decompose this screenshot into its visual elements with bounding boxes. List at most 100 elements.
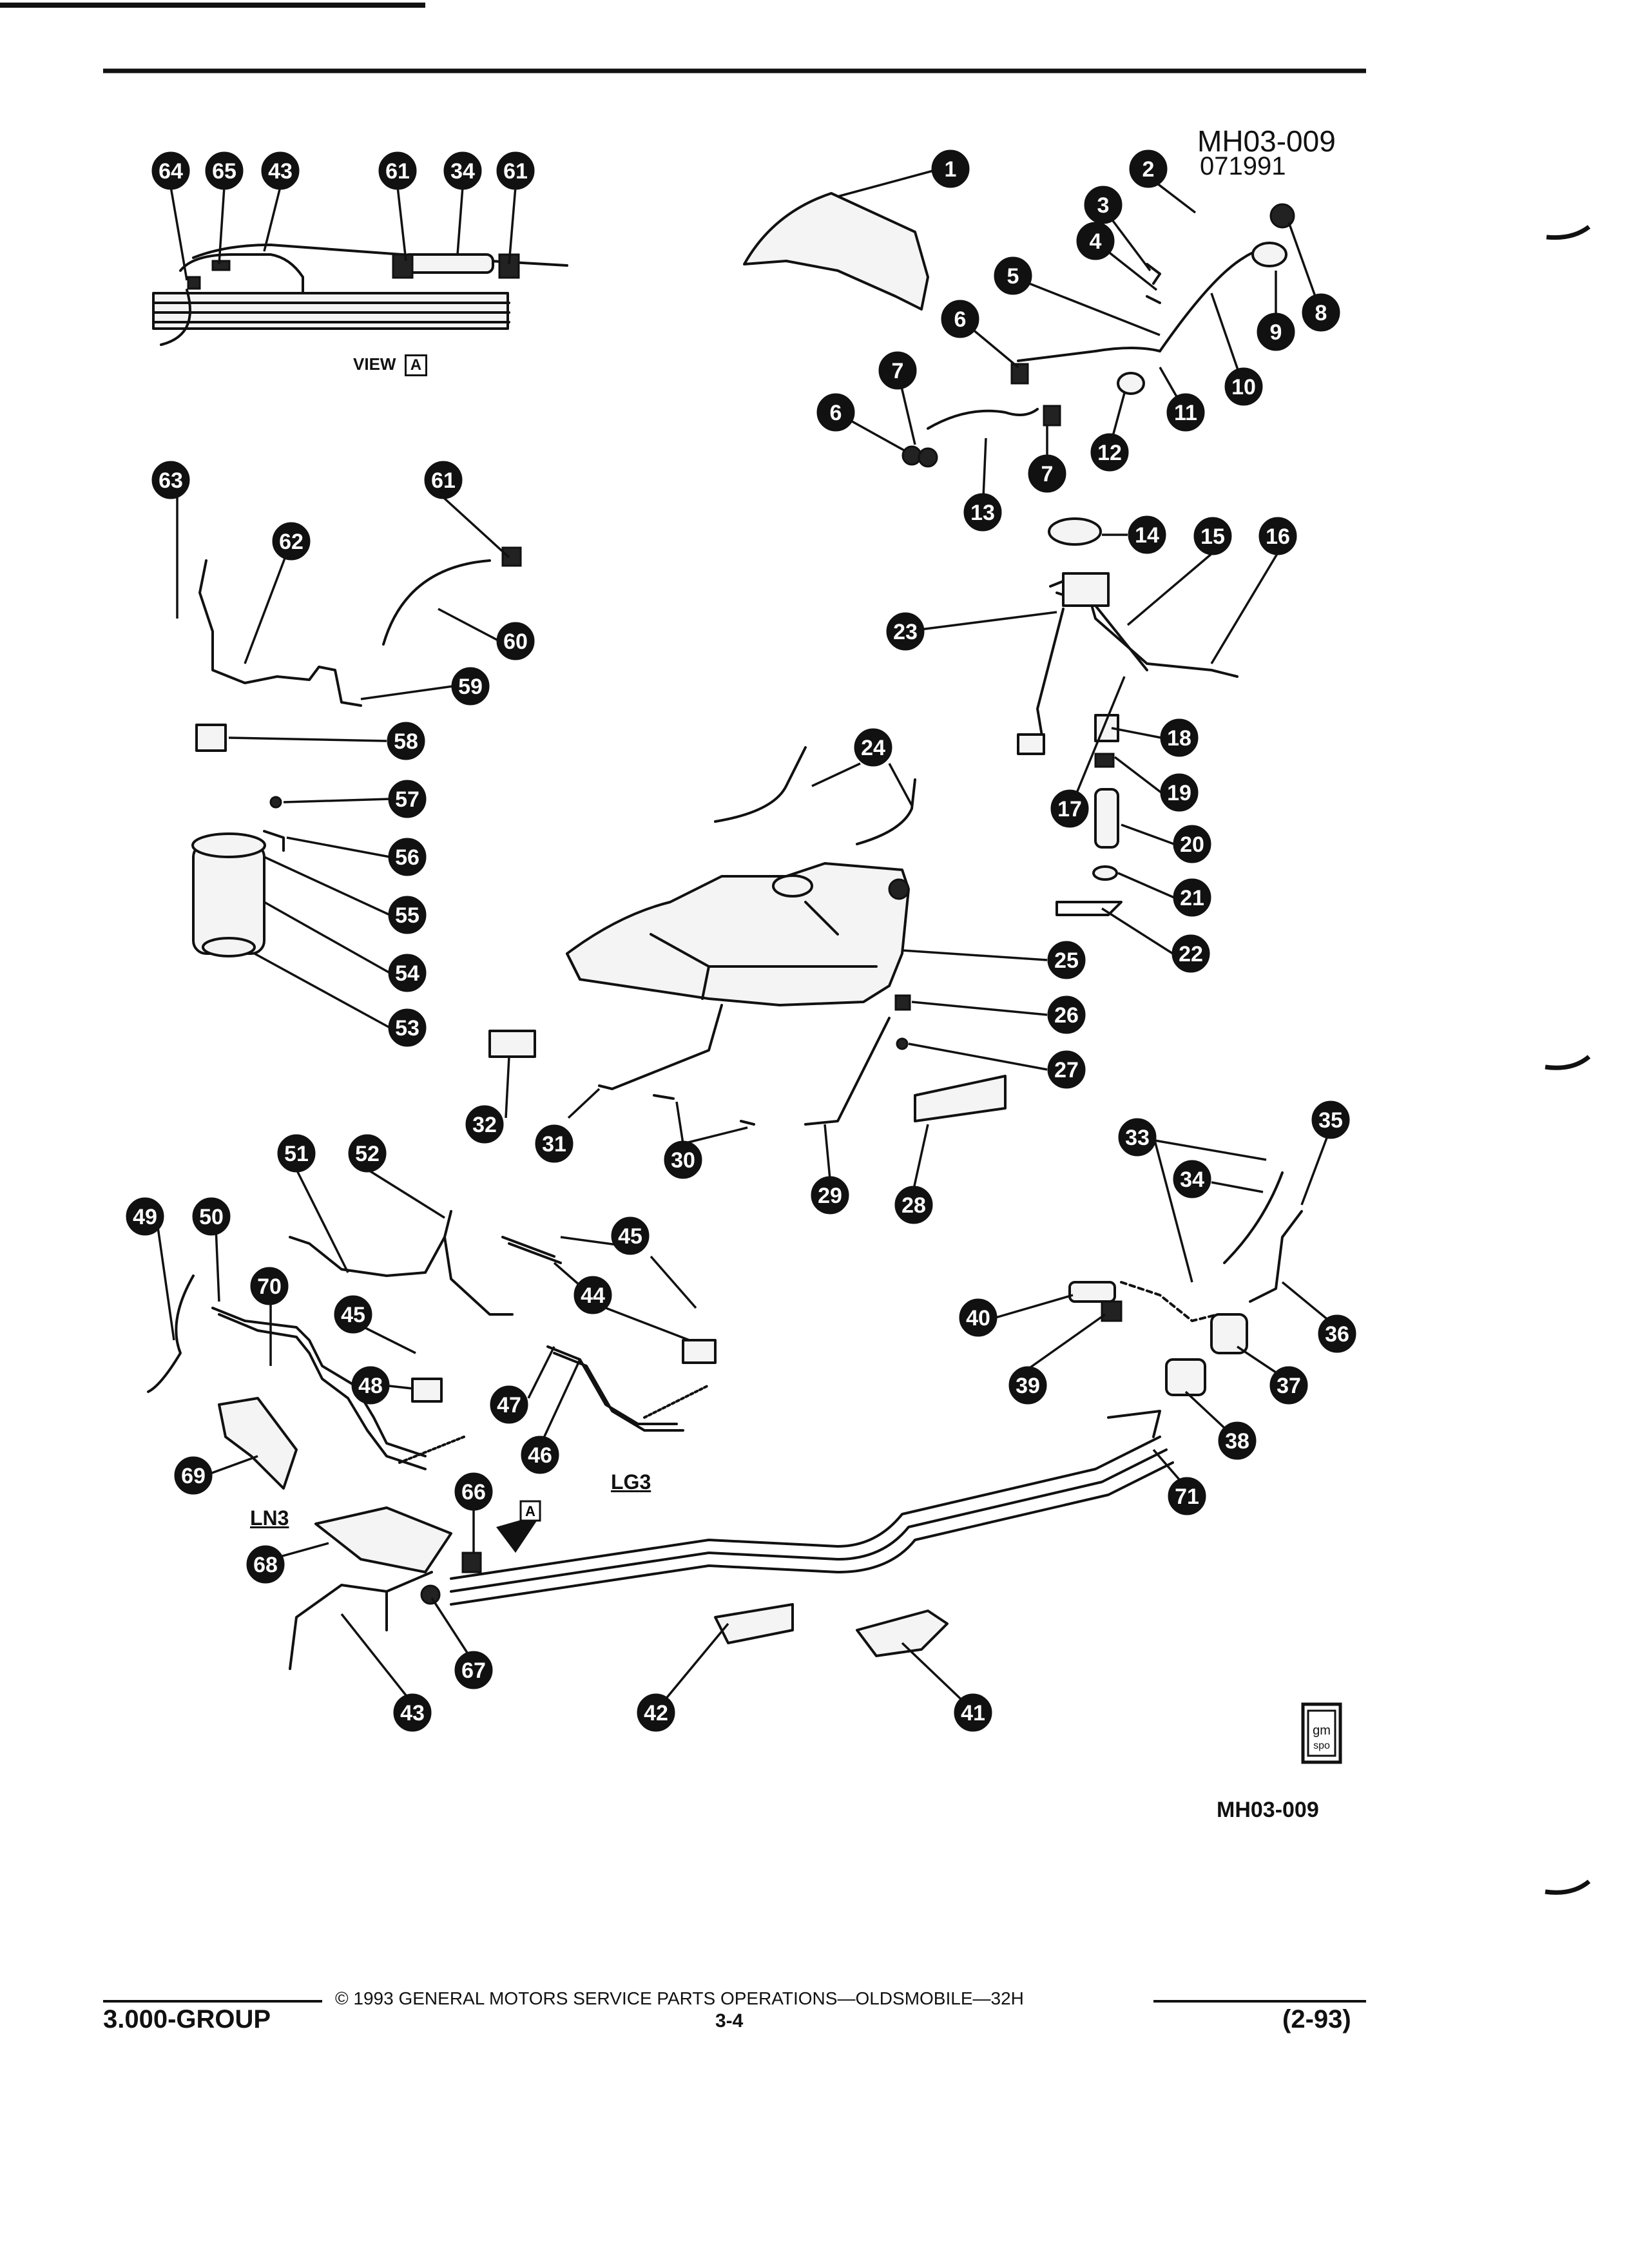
callout-number: 53 — [395, 1016, 419, 1041]
callout-36: 36 — [1318, 1314, 1356, 1353]
callout-48: 48 — [351, 1366, 390, 1405]
callout-44: 44 — [574, 1276, 612, 1314]
callout-number: 33 — [1125, 1126, 1150, 1150]
callout-number: 55 — [395, 903, 419, 928]
callout-41: 41 — [954, 1693, 992, 1732]
callout-number: 28 — [901, 1193, 926, 1218]
grommet — [1117, 372, 1145, 395]
callout-57: 57 — [388, 780, 427, 818]
callout-number: 18 — [1167, 726, 1191, 751]
callout-43: 43 — [393, 1693, 432, 1732]
callout-2: 2 — [1129, 149, 1168, 188]
callout-number: 71 — [1175, 1485, 1199, 1509]
engine-label-ln3: LN3 — [250, 1506, 289, 1530]
fitting-40 — [1068, 1281, 1116, 1303]
callout-number: 30 — [671, 1148, 695, 1173]
callout-6: 6 — [816, 393, 855, 432]
callout-number: 63 — [159, 468, 183, 493]
margin-mark — [1545, 1055, 1591, 1070]
diagram-id: MH03-009 — [1197, 124, 1336, 158]
fitting-66 — [461, 1552, 482, 1573]
bolt-57 — [269, 796, 282, 809]
callout-number: 32 — [472, 1113, 497, 1137]
callout-number: 36 — [1325, 1322, 1349, 1347]
callout-61: 61 — [496, 151, 535, 190]
callout-number: 7 — [892, 359, 904, 383]
insulator-28 — [914, 1075, 1007, 1122]
footer-page-number: 3-4 — [715, 2010, 744, 2032]
callout-38: 38 — [1218, 1421, 1257, 1460]
callout-43: 43 — [261, 151, 300, 190]
callout-number: 4 — [1090, 229, 1102, 254]
svg-text:spo: spo — [1313, 1740, 1330, 1751]
callout-number: 45 — [341, 1303, 365, 1327]
callout-number: 5 — [1007, 264, 1019, 289]
callout-39: 39 — [1008, 1366, 1047, 1405]
callout-number: 8 — [1315, 301, 1327, 325]
callout-number: 2 — [1142, 157, 1155, 182]
callout-56: 56 — [388, 838, 427, 876]
callout-13: 13 — [963, 493, 1002, 532]
fitting-39 — [1101, 1300, 1123, 1322]
filter-bracket-56 — [263, 830, 285, 852]
pump-lock-ring — [1048, 517, 1102, 546]
view-label: VIEW A — [353, 354, 428, 376]
figure-code: MH03-009 — [1217, 1798, 1319, 1822]
fuel-filter-bottom — [202, 937, 256, 957]
callout-3: 3 — [1084, 186, 1123, 224]
fuel-tank — [566, 862, 910, 1006]
callout-45: 45 — [334, 1295, 372, 1334]
callout-number: 49 — [133, 1205, 157, 1229]
callout-number: 10 — [1231, 375, 1256, 399]
callout-number: 61 — [385, 159, 410, 184]
callout-number: 67 — [461, 1658, 486, 1683]
fuel-pump — [1094, 788, 1119, 849]
callout-52: 52 — [348, 1134, 387, 1173]
callout-60: 60 — [496, 622, 535, 660]
callout-number: 54 — [395, 961, 419, 986]
callout-55: 55 — [388, 896, 427, 934]
callout-number: 22 — [1179, 942, 1203, 966]
callout-45: 45 — [611, 1216, 650, 1255]
callout-number: 42 — [644, 1701, 668, 1725]
callout-17: 17 — [1050, 789, 1089, 828]
callout-number: 43 — [268, 159, 293, 184]
tank-strap-31 — [598, 1004, 723, 1090]
tank-strap — [714, 746, 807, 823]
hose-clamp — [1010, 363, 1029, 385]
callout-7: 7 — [1028, 454, 1066, 493]
callout-number: 70 — [257, 1274, 282, 1299]
callout-33: 33 — [1118, 1118, 1157, 1157]
clamp — [918, 447, 938, 468]
callout-61: 61 — [378, 151, 417, 190]
callout-53: 53 — [388, 1008, 427, 1047]
callout-46: 46 — [521, 1436, 559, 1474]
insulator-30 — [653, 1094, 755, 1126]
bracket-68 — [314, 1506, 452, 1573]
callout-number: 20 — [1180, 832, 1204, 857]
callout-number: 40 — [966, 1306, 990, 1331]
callout-62: 62 — [272, 522, 311, 561]
footer-group: 3.000-GROUP — [103, 2005, 271, 2033]
callout-number: 13 — [970, 501, 995, 525]
callout-number: 51 — [284, 1142, 309, 1166]
footer-copyright: © 1993 GENERAL MOTORS SERVICE PARTS OPER… — [335, 1988, 1024, 2008]
hose-clamp — [1043, 405, 1061, 427]
grommet-67 — [420, 1584, 441, 1605]
callout-42: 42 — [637, 1693, 675, 1732]
callout-number: 14 — [1135, 523, 1159, 548]
callout-25: 25 — [1047, 941, 1086, 979]
callout-11: 11 — [1166, 393, 1205, 432]
bracket-41 — [856, 1610, 949, 1657]
svg-text:A: A — [525, 1503, 535, 1519]
callout-number: 25 — [1054, 948, 1079, 973]
fuel-pipe-49 — [147, 1274, 195, 1393]
callout-40: 40 — [959, 1298, 998, 1337]
fuel-pipe-63 — [198, 559, 362, 707]
callout-63: 63 — [151, 461, 190, 499]
callout-19: 19 — [1160, 773, 1199, 812]
callout-number: 3 — [1097, 193, 1110, 218]
callout-number: 50 — [199, 1205, 224, 1229]
fuel-line-bundle — [450, 1410, 1174, 1606]
callout-1: 1 — [931, 149, 970, 188]
